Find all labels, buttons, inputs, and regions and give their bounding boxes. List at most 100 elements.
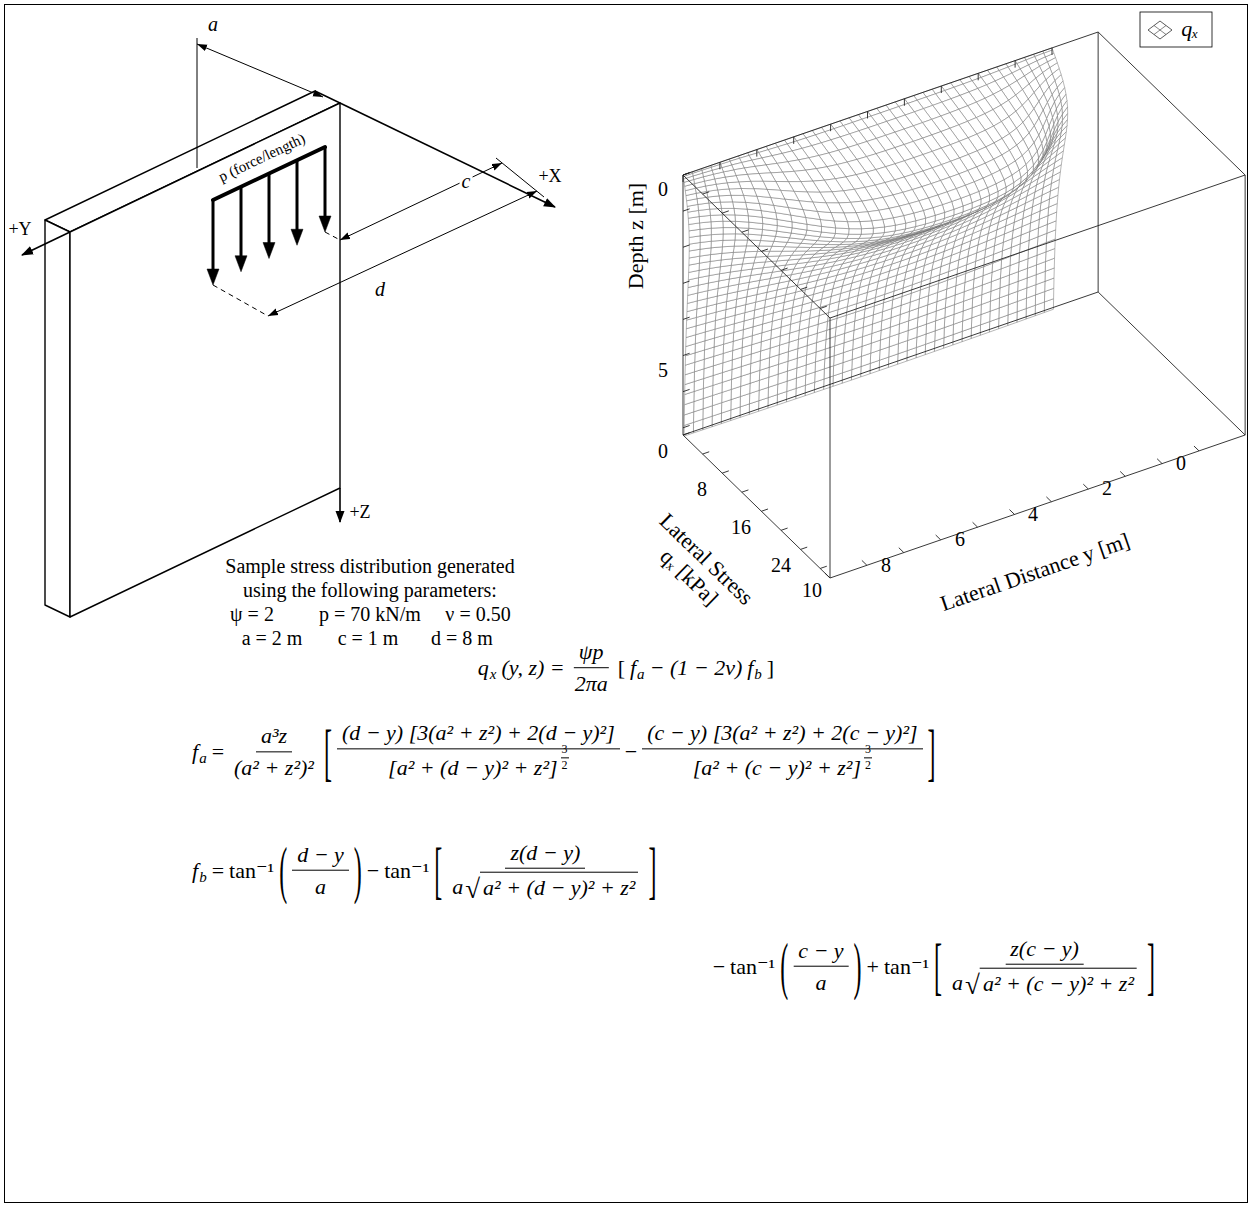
fraction-denominator: 2πa	[570, 669, 613, 697]
exponent-fraction: 32	[864, 743, 872, 774]
equation-term: =	[212, 739, 224, 764]
surface-cell	[744, 251, 757, 257]
surface-cell	[727, 182, 741, 189]
axis-label: 2	[1102, 477, 1112, 499]
legend-surface-icon	[1154, 26, 1166, 35]
load-arrow	[296, 160, 299, 231]
label-holder: ν = 0.50	[445, 603, 510, 626]
label-holder: 24	[771, 554, 791, 577]
axis-tick	[1052, 48, 1053, 55]
axis-tick	[722, 211, 729, 213]
label-holder: 8	[697, 478, 707, 501]
dimension-line	[340, 163, 502, 240]
label-holder: 2	[1102, 477, 1112, 500]
box-edge	[683, 175, 684, 435]
axis-tick	[761, 249, 768, 251]
surface-cell	[711, 240, 723, 247]
dimension-label: +X	[538, 166, 561, 186]
axis-tick	[683, 245, 690, 247]
axis-tick	[904, 99, 905, 106]
axis-tick	[1120, 471, 1125, 476]
equation-term: =	[212, 857, 224, 882]
label-holder: 0	[1176, 452, 1186, 475]
box-edge	[830, 175, 1245, 318]
parameter-note: p = 70 kN/m	[319, 603, 421, 625]
axis-tick	[683, 317, 690, 319]
axis-tick	[825, 573, 830, 578]
projection-line	[213, 285, 268, 316]
surface-cell	[710, 215, 722, 222]
surface-cell	[721, 252, 733, 260]
label-holder: +X	[538, 166, 561, 187]
fraction-denominator: a	[310, 871, 331, 899]
axis-tick	[830, 124, 831, 131]
equation-term: tan⁻¹	[730, 953, 775, 978]
axis-tick	[703, 192, 710, 194]
axis-label: 10	[802, 579, 822, 601]
axis-tick	[801, 287, 808, 289]
equation-term: ]	[767, 655, 774, 680]
surface-cell	[722, 246, 734, 253]
parameter-note: c = 1 m	[338, 627, 399, 649]
axis-tick	[683, 173, 690, 175]
label-holder: ψ = 2	[230, 603, 274, 626]
equation-term: ]	[928, 721, 936, 783]
fraction: z(d − y)a√a² + (d − y)² + z²	[447, 840, 643, 901]
exponent-fraction: 32	[561, 743, 569, 774]
equation-term: a	[199, 750, 207, 767]
fraction-denominator: [a² + (c − y)² + z²]32	[688, 750, 877, 784]
label-holder: Sample stress distribution generated usi…	[208, 554, 533, 602]
axis-tick	[683, 209, 690, 211]
equation-term: )	[854, 935, 862, 997]
surface-cell	[731, 195, 746, 202]
parameter-note: Sample stress distribution generated usi…	[225, 555, 514, 601]
surface-cell	[733, 246, 746, 253]
equation-term: [	[618, 655, 625, 680]
dimension-label: c	[460, 170, 473, 192]
legend-surface-icon	[1148, 21, 1172, 39]
equation-term: 2	[562, 759, 568, 773]
surface-cell	[847, 234, 861, 238]
fraction-denominator: (a² + z²)²	[229, 752, 319, 780]
label-holder: Depth z [m]	[623, 183, 648, 289]
dimension-label: +Z	[349, 502, 370, 522]
label-holder: 0	[658, 440, 668, 463]
axis-tick	[1157, 459, 1162, 464]
surface-cell	[723, 228, 736, 234]
surface-cell	[729, 188, 743, 195]
axis-tick	[936, 535, 941, 540]
equation-term: b	[754, 666, 762, 683]
dimension-line	[268, 191, 537, 316]
axis-tick	[1009, 510, 1014, 515]
axis-tick	[941, 86, 942, 93]
box-edge	[683, 32, 1098, 175]
equation-row: fb=tan⁻¹(d − ya)−tan⁻¹[z(d − y)a√a² + (d…	[192, 840, 656, 901]
label-holder: a = 2 m	[242, 627, 303, 650]
label-holder: 5	[658, 359, 668, 382]
equation-term: 2	[865, 759, 871, 773]
equation-term: −	[625, 739, 637, 764]
axis-label: 8	[881, 554, 891, 576]
surface-cell	[711, 228, 723, 235]
surface-cell	[719, 195, 733, 202]
label-holder: d	[373, 278, 387, 301]
axis-tick	[781, 268, 788, 270]
label-holder: 8	[881, 554, 891, 577]
axis-tick	[973, 522, 978, 527]
equation-term: a	[637, 666, 645, 683]
equation-term: [	[324, 721, 332, 783]
equation-term: +	[867, 953, 879, 978]
box-edge	[1098, 32, 1245, 175]
load-arrow	[240, 187, 243, 258]
axis-tick	[867, 111, 868, 118]
label-holder: 4	[1028, 503, 1038, 526]
load-arrowhead	[263, 243, 275, 259]
load-arrowhead	[207, 269, 219, 285]
equation-term: tan⁻¹	[884, 953, 929, 978]
axis-tick	[820, 306, 827, 308]
equation-row: −tan⁻¹(c − ya)+tan⁻¹[z(c − y)a√a² + (c −…	[713, 936, 1155, 997]
legend-box	[1140, 12, 1212, 47]
fraction-numerator: (d − y) [3(a² + z²) + 2(d − y)²]	[337, 720, 620, 749]
